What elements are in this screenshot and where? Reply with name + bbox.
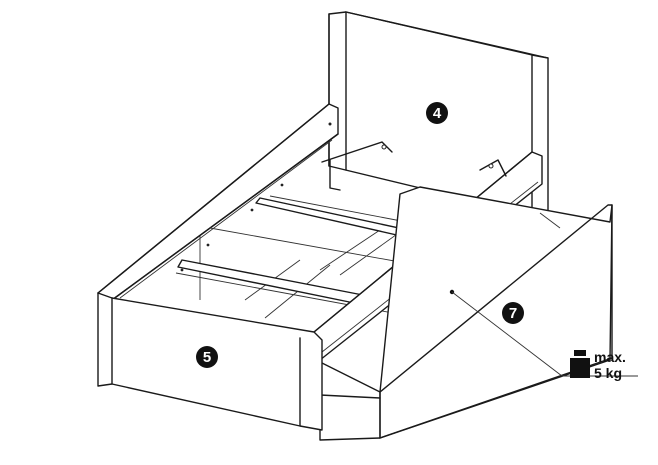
support-brackets	[321, 141, 507, 191]
part-label-headboard: 4	[433, 105, 442, 122]
drawer	[319, 186, 638, 441]
part-badge-headboard: 4	[426, 102, 448, 124]
part-label-footboard: 5	[203, 349, 211, 366]
weight-icon	[570, 350, 590, 378]
part-label-drawer: 7	[509, 305, 517, 322]
load-note-max: max.	[594, 349, 626, 365]
part-badge-footboard: 5	[196, 346, 218, 368]
load-note-weight: 5 kg	[594, 365, 622, 381]
part-badge-drawer: 7	[502, 302, 524, 324]
